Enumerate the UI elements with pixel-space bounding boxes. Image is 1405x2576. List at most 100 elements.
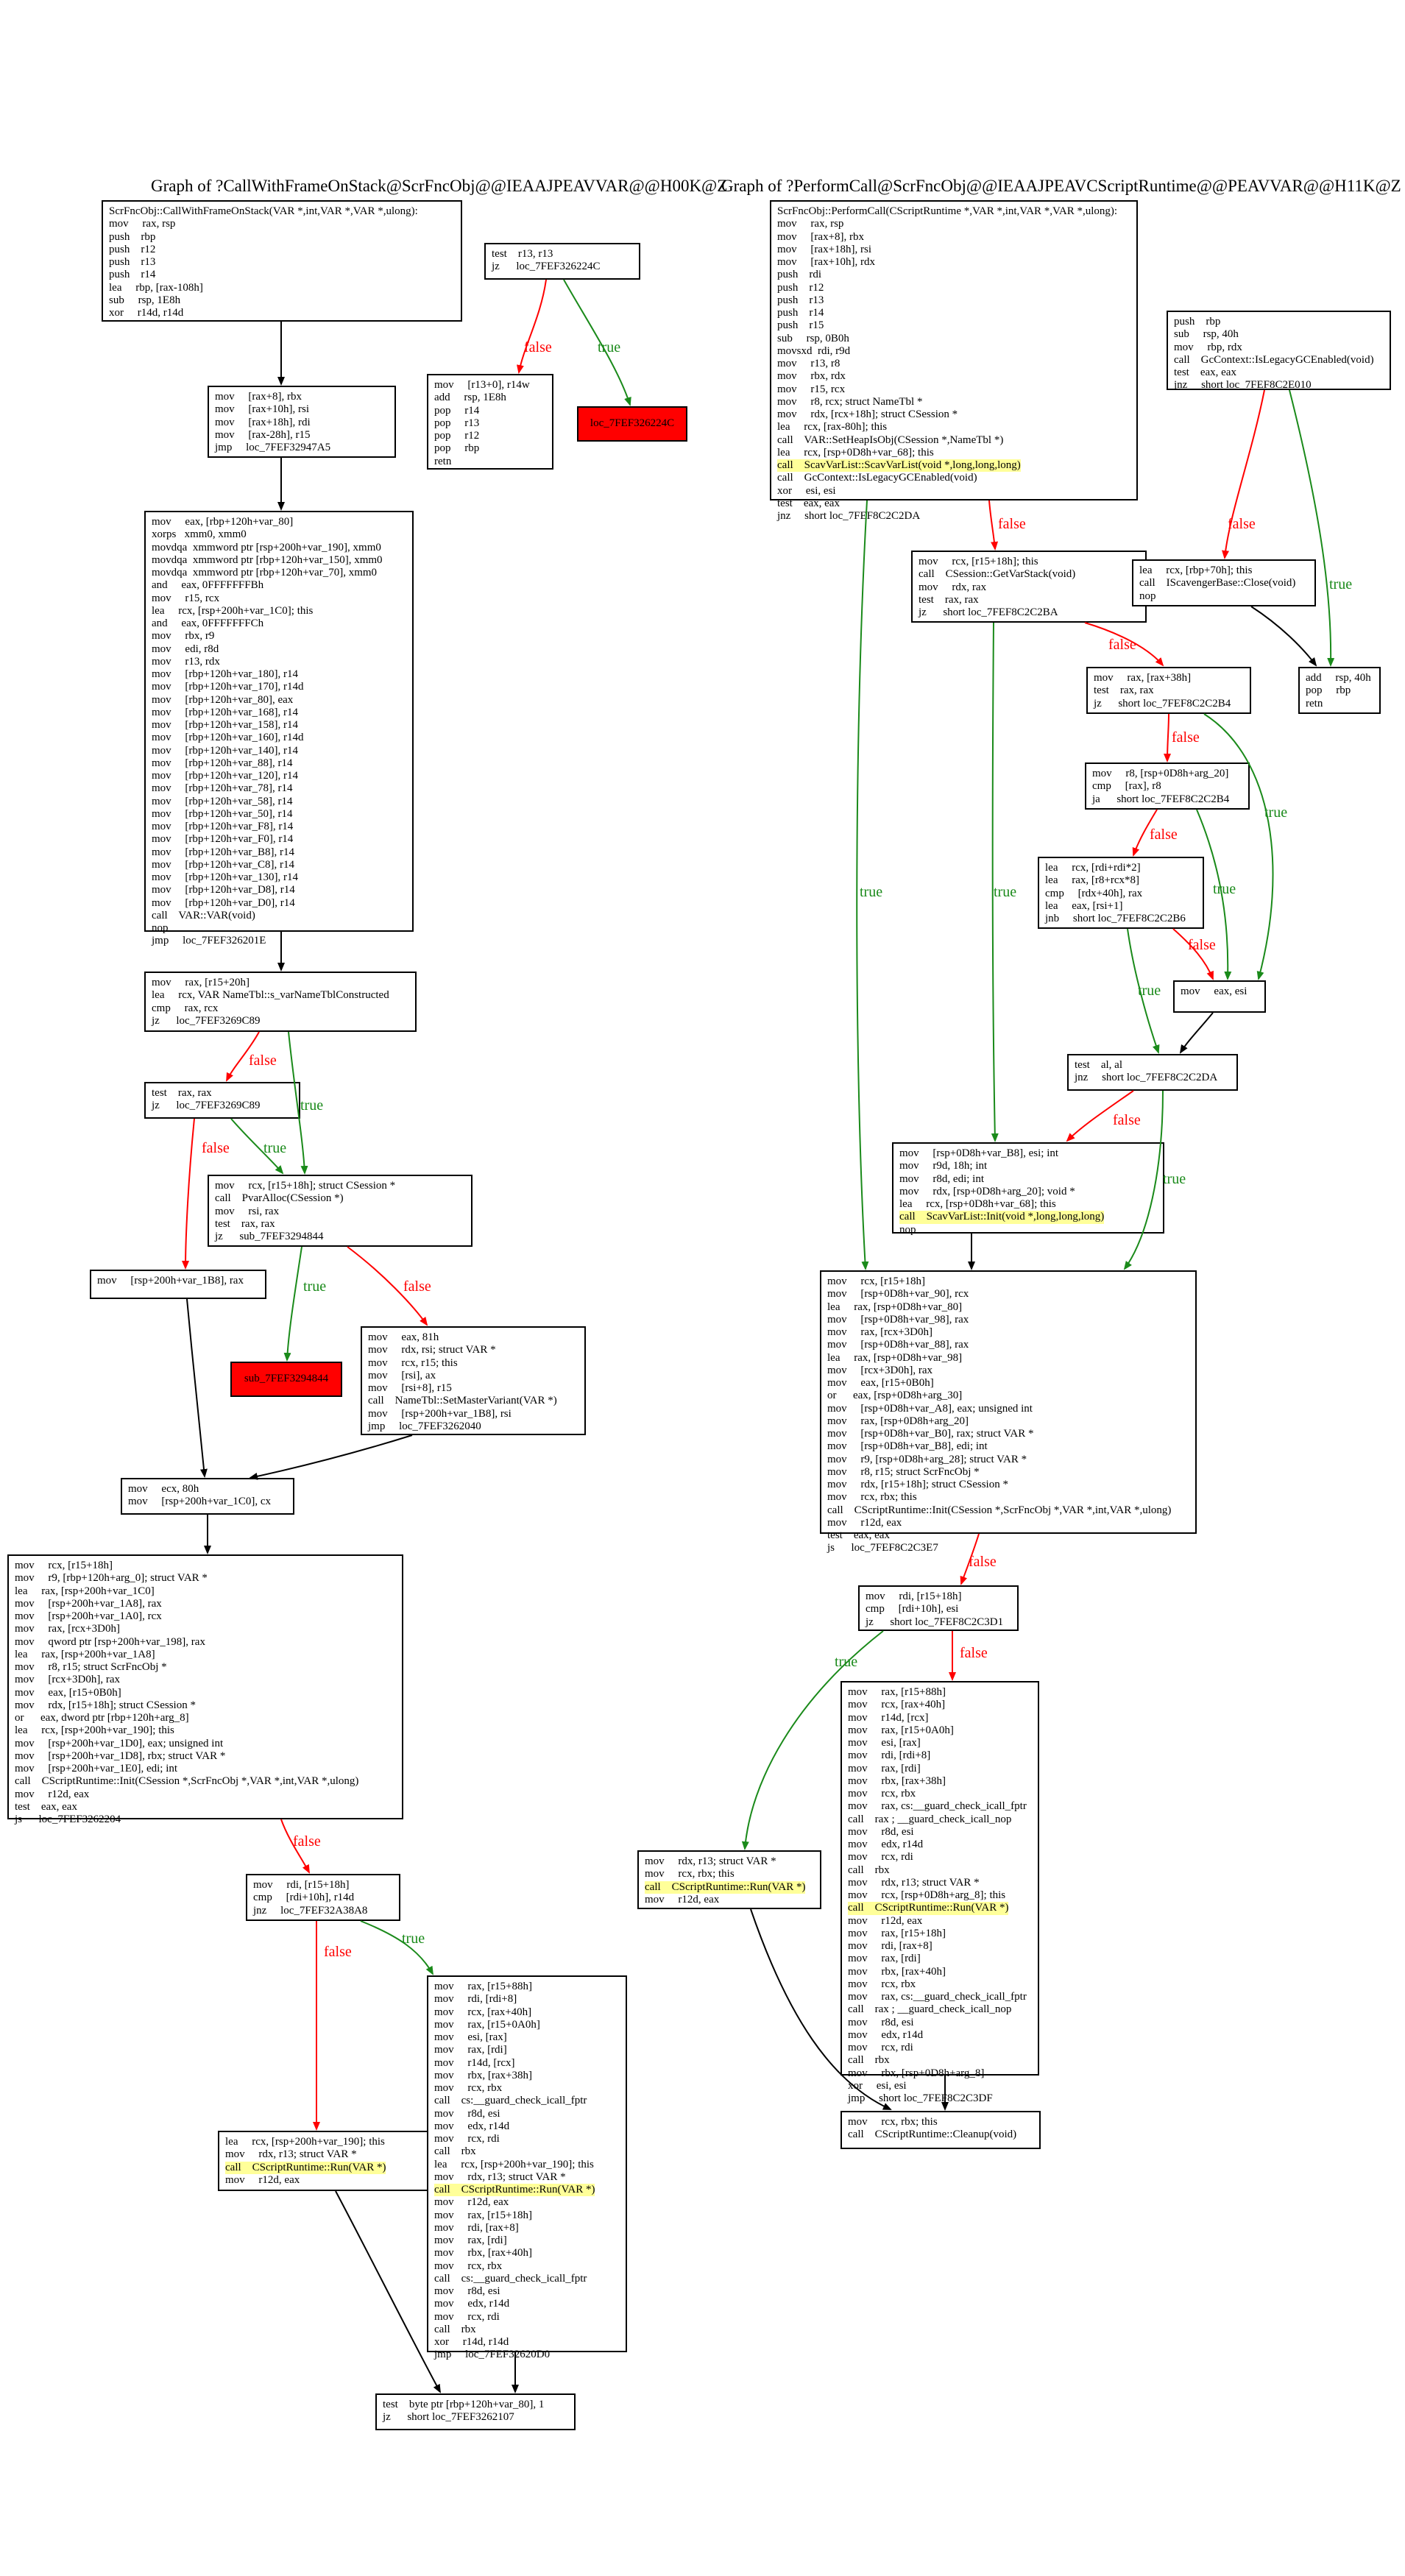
code-line: mov [rbp+120h+var_170], r14d	[152, 681, 304, 693]
code-line: lea rax, [rsp+200h+var_1A8]	[15, 1648, 155, 1660]
code-line: mov rdx, r13; struct VAR *	[848, 1876, 980, 1889]
code-line: mov [rbp+120h+var_50], r14	[152, 807, 293, 820]
edge-true	[1289, 389, 1335, 667]
edge-label-false: false	[969, 1554, 997, 1570]
code-line: lea rcx, [rsp+0D8h+var_68]; this	[899, 1198, 1056, 1210]
code-block: mov eax, [rbp+120h+var_80]xorps xmm0, xm…	[144, 511, 414, 946]
code-line: mov rdx, r13; struct VAR *	[225, 2148, 357, 2161]
code-line: mov [rbp+120h+var_B8], r14	[152, 846, 294, 858]
edge-true	[741, 1630, 884, 1850]
code-line: call GcContext::IsLegacyGCEnabled(void)	[1174, 353, 1374, 366]
code-line: mov rcx, [r15+18h]	[15, 1560, 113, 1571]
code-line: mov rax, [rdi]	[848, 1762, 921, 1774]
code-line: retn	[434, 455, 452, 467]
code-line: call GcContext::IsLegacyGCEnabled(void)	[777, 472, 977, 484]
edge	[1179, 1012, 1214, 1054]
code-line: mov edx, r14d	[434, 2298, 510, 2310]
code-line: mov [r13+0], r14w	[434, 379, 530, 391]
code-line: mov eax, [rbp+120h+var_80]	[152, 516, 294, 528]
code-line: mov eax, 81h	[368, 1331, 439, 1343]
code-line: mov [rbp+120h+var_80], eax	[152, 693, 294, 706]
code-line: call CScriptRuntime::Run(VAR *)	[848, 1902, 1009, 1915]
code-line: mov [rcx+3D0h], rax	[827, 1364, 933, 1376]
edge-label-true: true	[303, 1278, 326, 1295]
code-line: mov rax, [rcx+3D0h]	[15, 1623, 121, 1635]
code-line: pop rbp	[1306, 684, 1351, 697]
code-line: mov rax, rsp	[109, 218, 176, 230]
code-line: mov rcx, rdi	[848, 2042, 913, 2053]
code-line: ScrFncObj::CallWithFrameOnStack(VAR *,in…	[109, 205, 418, 217]
code-line: mov rax, [rsp+0D8h+arg_20]	[827, 1415, 969, 1427]
edge-true	[563, 279, 631, 406]
code-line: mov eax, [r15+0B0h]	[827, 1377, 934, 1389]
code-line: mov [rax+18h], rsi	[777, 243, 872, 255]
code-line: mov rdi, [rax+8]	[848, 1940, 932, 1952]
code-line: movsxd rdi, r9d	[777, 344, 851, 357]
code-line: mov rbx, r9	[152, 630, 215, 643]
edge-label-true: true	[860, 884, 882, 900]
code-line: cmp [rax], r8	[1092, 780, 1161, 793]
edge-label-false: false	[249, 1052, 277, 1069]
code-line: mov r8, [rsp+0D8h+arg_20]	[1092, 768, 1229, 779]
edge-label-true: true	[835, 1654, 857, 1670]
code-line: call rax ; __guard_check_icall_nop	[848, 1813, 1012, 1825]
code-line: mov [rbp+120h+var_140], r14	[152, 744, 298, 757]
code-line: movdqa xmmword ptr [rbp+120h+var_70], xm…	[152, 567, 378, 578]
code-line: mov r13, r8	[777, 358, 840, 369]
edge	[186, 1298, 208, 1478]
code-line: lea rcx, VAR NameTbl::s_varNameTblConstr…	[152, 989, 389, 1002]
code-line: mov rcx, rbx	[434, 2260, 503, 2272]
code-line: push rdi	[777, 269, 821, 281]
code-line: jmp short loc_7FEF8C2C3DF	[848, 2092, 993, 2104]
code-line: mov rdi, [rdi+8]	[848, 1749, 931, 1762]
code-line: xor r14d, r14d	[109, 307, 184, 319]
code-line: mov rdx, r13; struct VAR *	[645, 1855, 776, 1867]
code-line: call CScriptRuntime::Run(VAR *)	[434, 2184, 595, 2197]
code-line: movdqa xmmword ptr [rbp+120h+var_150], x…	[152, 553, 383, 566]
error-block: sub_7FEF3294844	[230, 1362, 342, 1397]
edge-label-true: true	[1264, 804, 1287, 821]
code-line: mov [rax+10h], rsi	[215, 403, 310, 416]
code-line: mov edx, r14d	[848, 2028, 924, 2041]
code-line: mov eax, [r15+0B0h]	[15, 1686, 121, 1699]
code-line: mov [rsp+200h+var_1E0], edi; int	[15, 1763, 178, 1774]
code-line: jmp loc_7FEF3262040	[368, 1420, 481, 1432]
code-line: push r12	[777, 281, 824, 294]
edge-true	[1123, 1090, 1164, 1270]
code-line: lea rax, [rsp+0D8h+var_98]	[827, 1351, 963, 1364]
code-line: mov rax, [r15+88h]	[848, 1686, 946, 1698]
code-line: test rax, rax	[1094, 684, 1154, 697]
code-line: push r15	[777, 319, 824, 332]
edge-true	[1196, 809, 1232, 980]
code-line: pop r14	[434, 404, 480, 417]
code-line: test byte ptr [rbp+120h+var_80], 1	[383, 2399, 545, 2410]
code-line: mov esi, [rax]	[434, 2031, 507, 2043]
code-line: mov rcx, rbx; this	[827, 1491, 917, 1504]
code-line: call CScriptRuntime::Run(VAR *)	[645, 1880, 806, 1894]
code-line: call CScriptRuntime::Init(CSession *,Scr…	[15, 1775, 359, 1788]
edge-true	[360, 1920, 433, 1975]
code-line: call rax ; __guard_check_icall_nop	[848, 2003, 1012, 2016]
code-line: mov r8d, edi; int	[899, 1172, 984, 1185]
code-line: mov r12d, eax	[827, 1516, 902, 1529]
code-line: jnz short loc_7FEF8C2E010	[1174, 379, 1312, 392]
code-line: mov [rsp+0D8h+var_B8], esi; int	[899, 1147, 1059, 1159]
code-line: mov r14d, [rcx]	[434, 2056, 515, 2069]
code-block: mov eax, esi	[1173, 980, 1266, 1013]
code-line: js loc_7FEF8C2C3E7	[827, 1542, 938, 1554]
code-line: call rbx	[434, 2323, 476, 2335]
code-line: mov [rbp+120h+var_F8], r14	[152, 821, 294, 832]
error-block: loc_7FEF326224C	[577, 406, 687, 442]
code-line: mov rbx, [rax+38h]	[434, 2069, 533, 2081]
code-line: mov edi, r8d	[152, 643, 219, 655]
code-line: jz loc_7FEF3269C89	[152, 1100, 261, 1112]
code-line: push rbp	[1174, 316, 1221, 328]
code-line: xor esi, esi	[777, 484, 836, 497]
code-line: call CSession::GetVarStack(void)	[919, 568, 1076, 581]
code-line: mov rcx, rbx; this	[848, 2116, 938, 2128]
edge-label-false: false	[960, 1645, 988, 1661]
